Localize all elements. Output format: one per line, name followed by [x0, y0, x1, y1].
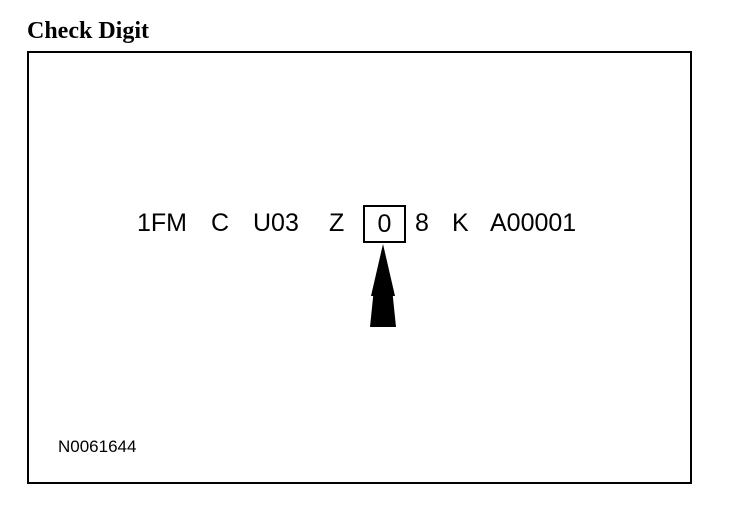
vin-segment-wmi: 1FM [137, 209, 187, 237]
vin-segment-line-series-body: U03 [253, 209, 299, 237]
check-digit-box: 0 [363, 205, 406, 243]
arrow-head [371, 244, 395, 296]
arrow-up-icon [370, 244, 396, 327]
vin-segment-model-year: 8 [415, 209, 429, 237]
figure-code: N0061644 [58, 437, 137, 456]
vin-segment-restraint: C [211, 209, 230, 237]
vin-segment-serial-number: A00001 [490, 209, 577, 237]
page-title: Check Digit [27, 18, 149, 44]
illustration-frame [27, 51, 692, 484]
check-digit-value: 0 [377, 210, 392, 238]
vin-segment-assembly-plant: K [452, 209, 469, 237]
arrow-shaft [370, 288, 396, 327]
vin-segment-engine: Z [329, 209, 345, 237]
